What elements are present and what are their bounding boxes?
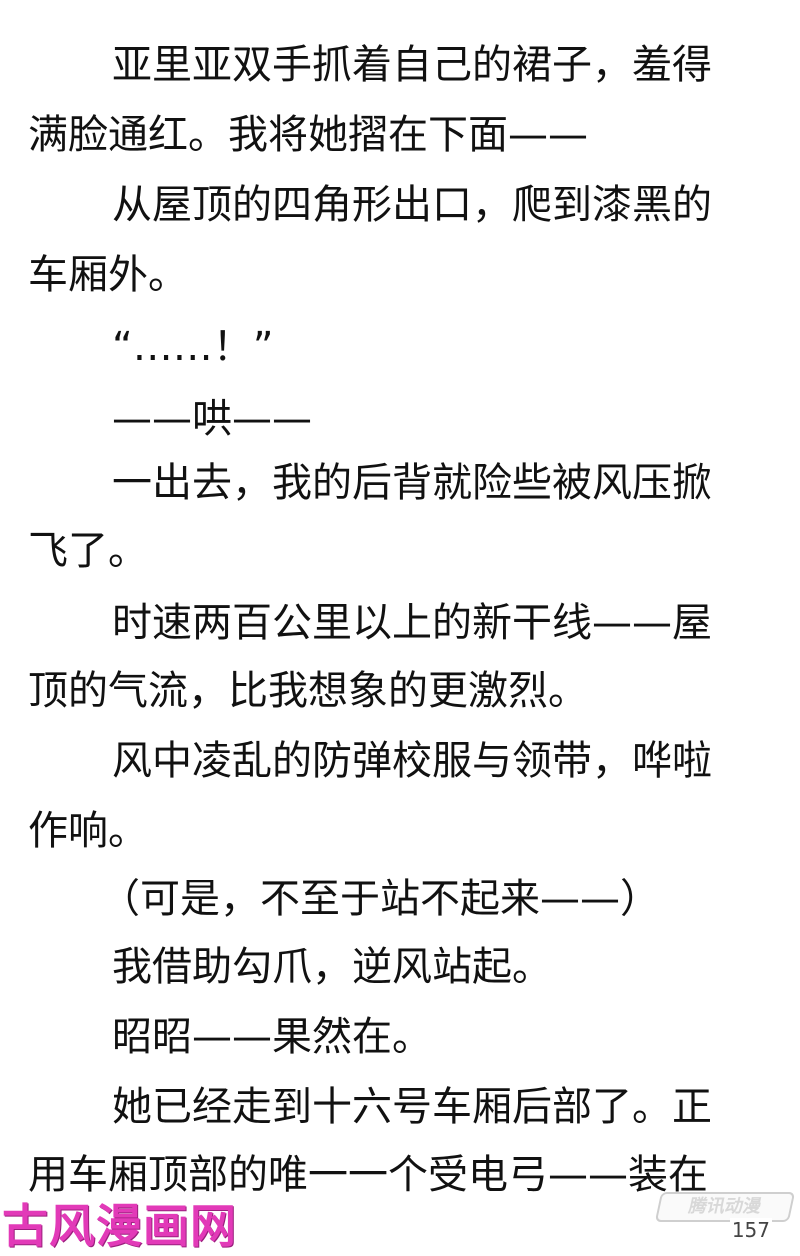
text-line: 作响。 xyxy=(28,808,148,854)
text-line: （可是，不至于站不起来——） xyxy=(100,876,660,922)
text-line: 亚里亚双手抓着自己的裙子，羞得 xyxy=(112,42,712,88)
text-line: 从屋顶的四角形出口，爬到漆黑的 xyxy=(112,182,712,228)
page-number: 157 xyxy=(729,1218,772,1242)
text-line: 车厢外。 xyxy=(28,252,188,298)
text-line: 风中凌乱的防弹校服与领带，哗啦 xyxy=(112,738,712,784)
site-watermark-logo: 古风漫画网 xyxy=(2,1199,237,1253)
text-line: 满脸通红。我将她摺在下面—— xyxy=(28,112,588,158)
text-line: 一出去，我的后背就险些被风压掀 xyxy=(112,460,712,506)
text-line: 昭昭——果然在。 xyxy=(112,1014,432,1060)
text-line: 时速两百公里以上的新干线——屋 xyxy=(112,600,712,646)
text-line: ——哄—— xyxy=(112,396,312,442)
publisher-watermark-logo: 腾讯动漫 xyxy=(654,1192,796,1222)
text-line: 用车厢顶部的唯一一个受电弓——装在 xyxy=(28,1152,708,1198)
text-line: 顶的气流，比我想象的更激烈。 xyxy=(28,668,588,714)
text-line: 我借助勾爪，逆风站起。 xyxy=(112,944,552,990)
text-line: 她已经走到十六号车厢后部了。正 xyxy=(112,1084,712,1130)
text-line: 飞了。 xyxy=(28,528,148,574)
text-line: “……！” xyxy=(112,324,274,370)
